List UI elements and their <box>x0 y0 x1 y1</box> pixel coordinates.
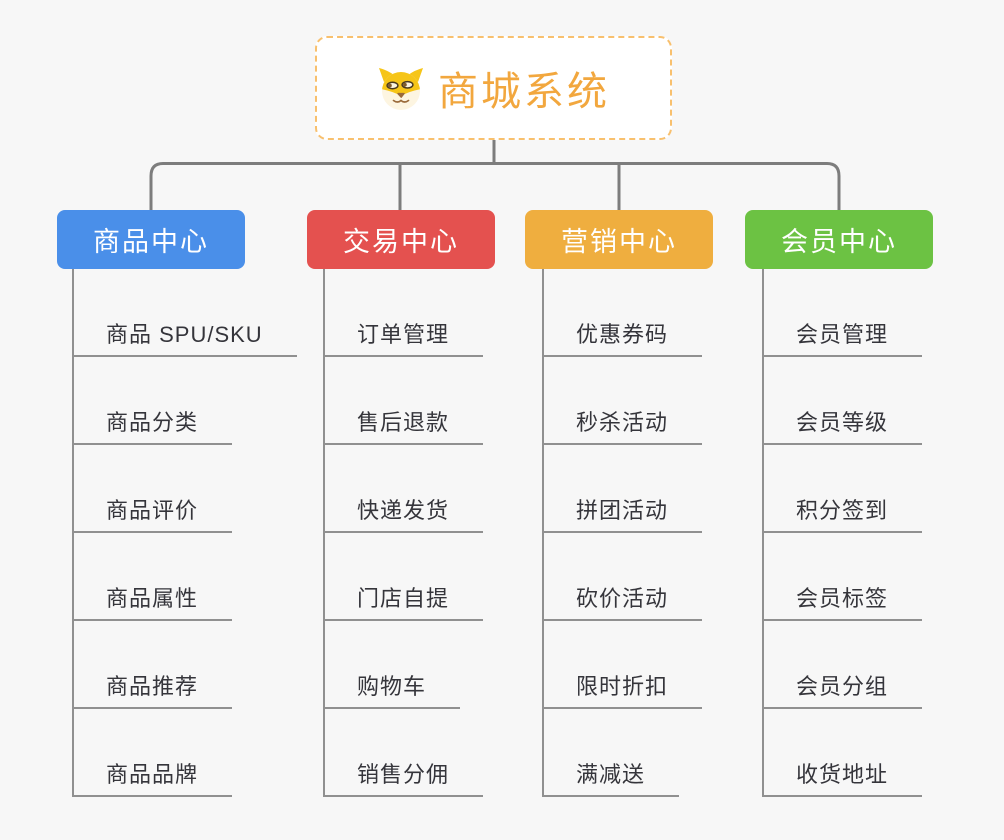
child-topic[interactable]: 积分签到 <box>764 445 923 533</box>
child-topic[interactable]: 售后退款 <box>325 357 484 445</box>
branch-label: 会员中心 <box>781 227 897 257</box>
child-topic[interactable]: 会员标签 <box>764 533 923 621</box>
child-topic[interactable]: 收货地址 <box>764 709 923 797</box>
child-topic[interactable]: 限时折扣 <box>544 621 703 709</box>
child-topic[interactable]: 商品属性 <box>74 533 233 621</box>
child-topic[interactable]: 砍价活动 <box>544 533 703 621</box>
child-topic[interactable]: 优惠券码 <box>544 269 703 357</box>
child-topic[interactable]: 购物车 <box>325 621 461 709</box>
branch-trade-center[interactable]: 交易中心 <box>307 210 495 269</box>
branch-rail-line <box>149 162 841 210</box>
child-topic[interactable]: 快递发货 <box>325 445 484 533</box>
branch-label: 交易中心 <box>343 227 459 257</box>
child-topic[interactable]: 销售分佣 <box>325 709 484 797</box>
child-topic[interactable]: 商品品牌 <box>74 709 233 797</box>
child-topic[interactable]: 秒杀活动 <box>544 357 703 445</box>
child-topic[interactable]: 商品分类 <box>74 357 233 445</box>
branch-member-center[interactable]: 会员中心 <box>745 210 933 269</box>
child-topic[interactable]: 门店自提 <box>325 533 484 621</box>
branch-marketing-children: 优惠券码 秒杀活动 拼团活动 砍价活动 限时折扣 满减送 <box>542 269 703 797</box>
child-topic[interactable]: 拼团活动 <box>544 445 703 533</box>
branch-marketing-center[interactable]: 营销中心 <box>525 210 713 269</box>
branch-member-children: 会员管理 会员等级 积分签到 会员标签 会员分组 收货地址 <box>762 269 923 797</box>
child-topic[interactable]: 商品评价 <box>74 445 233 533</box>
branch-product-center[interactable]: 商品中心 <box>57 210 245 269</box>
child-topic[interactable]: 会员等级 <box>764 357 923 445</box>
branch-trade-children: 订单管理 售后退款 快递发货 门店自提 购物车 销售分佣 <box>323 269 484 797</box>
child-topic[interactable]: 商品 SPU/SKU <box>74 269 297 357</box>
branch-label: 商品中心 <box>93 227 209 257</box>
root-topic-title: 商城系统 <box>438 70 610 114</box>
branch-product-children: 商品 SPU/SKU 商品分类 商品评价 商品属性 商品推荐 商品品牌 <box>72 269 297 797</box>
child-topic[interactable]: 订单管理 <box>325 269 484 357</box>
branch-label: 营销中心 <box>561 227 677 257</box>
child-topic[interactable]: 会员管理 <box>764 269 923 357</box>
shiba-dog-icon <box>379 68 423 110</box>
child-topic[interactable]: 商品推荐 <box>74 621 233 709</box>
root-topic[interactable]: 商城系统 <box>315 36 672 140</box>
child-topic[interactable]: 满减送 <box>544 709 680 797</box>
child-topic[interactable]: 会员分组 <box>764 621 923 709</box>
